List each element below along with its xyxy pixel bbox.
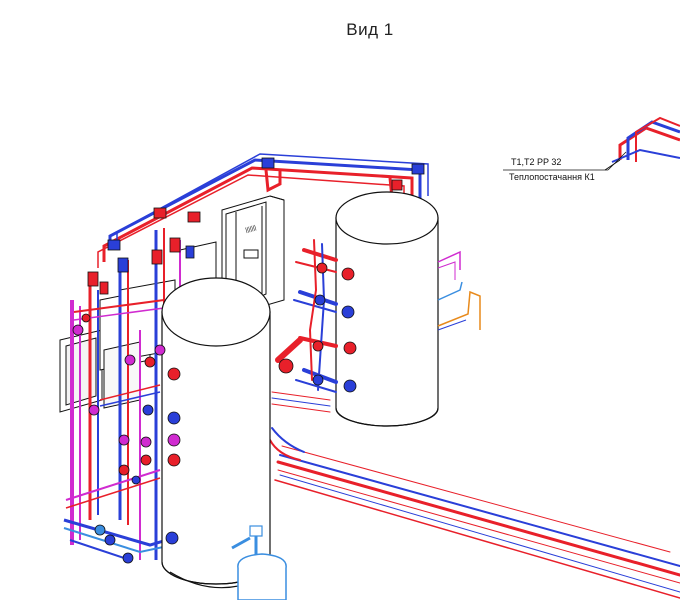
storage-tank-rear: [335, 191, 439, 427]
system-name-label: Теплопостачання К1: [509, 172, 595, 182]
rear-tank-fittings: [278, 262, 357, 393]
front-tank-fittings: [88, 344, 181, 564]
label-leader-line: [503, 151, 627, 171]
expansion-vessel: [231, 525, 287, 600]
boiler-brand-mark: |||||||: [245, 225, 258, 234]
main-feed-pipes: [269, 427, 680, 599]
pipe-spec-label: T1,T2 PP 32: [511, 157, 562, 167]
rear-tank-connections: [271, 239, 338, 413]
incoming-pipes-top-right: [604, 116, 680, 171]
side-branch-pipes: [437, 250, 481, 331]
storage-tank-front: [161, 277, 271, 589]
pump-valve-clusters: [72, 157, 425, 336]
view-title: Вид 1: [346, 20, 394, 39]
